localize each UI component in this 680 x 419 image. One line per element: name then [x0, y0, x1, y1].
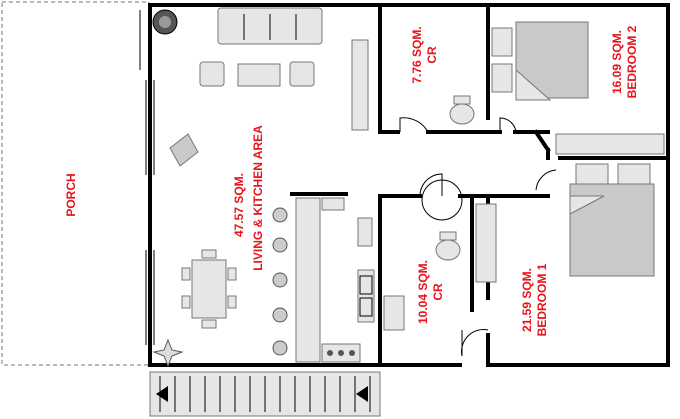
porch-label: PORCH: [64, 173, 78, 216]
bar-stools-icon: [272, 207, 288, 356]
toilet-top-icon: [449, 95, 475, 125]
wardrobe-bedroom2-icon: [555, 133, 665, 155]
staircase-icon: [149, 371, 381, 417]
dining-table-icon: [181, 249, 237, 329]
cr-top-name-label: CR: [425, 46, 439, 64]
sofa-icon: [217, 7, 323, 45]
cr-bottom-area-label: 10.04 SQM.: [416, 260, 430, 324]
lavatory-icon: [383, 295, 405, 331]
walls: [148, 3, 670, 367]
tv-cabinet-icon: [351, 39, 369, 131]
doors: [399, 117, 557, 357]
armchair-right-icon: [289, 61, 315, 87]
cr-top-area-label: 7.76 SQM.: [410, 26, 424, 83]
spiral-stair-icon: [421, 179, 463, 221]
kitchen-counter-icon: [295, 197, 345, 363]
sink-icon: [357, 269, 375, 323]
stair-arrow-left-icon: [156, 386, 168, 402]
bed-bedroom2-icon: [491, 21, 589, 101]
stove-icon: [321, 343, 361, 363]
wardrobe-bedroom1-icon: [475, 203, 497, 283]
potted-plant-icon: [152, 338, 184, 368]
toilet-bottom-icon: [435, 231, 461, 261]
bedroom1-name-label: BEDROOM 1: [535, 263, 549, 336]
lounge-chair-icon: [169, 133, 199, 167]
bedroom1-area-label: 21.59 SQM.: [520, 268, 534, 332]
porch-area: [1, 1, 150, 366]
bedroom2-area-label: 16.09 SQM.: [610, 30, 624, 94]
bedroom2-name-label: BEDROOM 2: [625, 25, 639, 98]
armchair-left-icon: [199, 61, 225, 87]
living-name-label: LIVING & KITCHEN AREA: [251, 125, 265, 271]
bed-bedroom1-icon: [569, 163, 655, 277]
cr-bottom-name-label: CR: [431, 283, 445, 301]
stair-arrow-right-icon: [356, 386, 368, 402]
fridge-icon: [357, 217, 373, 247]
coffee-table-icon: [237, 63, 281, 87]
windows: [139, 10, 155, 345]
living-area-label: 47.57 SQM.: [232, 173, 246, 237]
plant-icon: [152, 9, 178, 35]
